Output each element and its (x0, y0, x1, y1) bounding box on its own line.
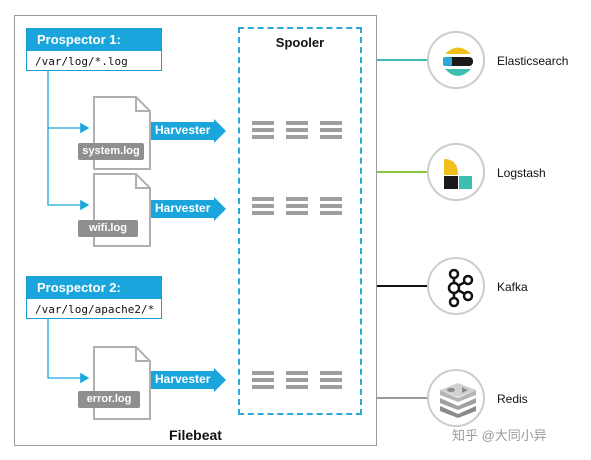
redis-circle[interactable] (427, 369, 485, 427)
connector-to-wifi-log (47, 128, 90, 211)
connector-to-error-log (47, 319, 90, 384)
prospector-2-title: Prospector 2: (27, 277, 161, 299)
spooler-title: Spooler (275, 35, 325, 50)
arrow-right-icon (151, 119, 226, 143)
event-stack-icon (252, 197, 274, 215)
elasticsearch-icon (443, 47, 473, 76)
prospector-2-path: /var/log/apache2/* (35, 303, 155, 316)
logstash-icon (444, 159, 472, 189)
elasticsearch-label: Elasticsearch (497, 54, 569, 68)
arrow-right-icon (151, 197, 226, 221)
watermark: 知乎 @大同小异 (452, 428, 547, 443)
event-stack-icon (286, 121, 308, 139)
file-system-log: system.log (78, 95, 152, 171)
prospector-1-title: Prospector 1: (27, 29, 161, 51)
file-wifi-log: wifi.log (78, 172, 152, 248)
arrow-right-icon (151, 368, 226, 392)
kafka-icon (447, 268, 474, 308)
harvester-label: Harvester (155, 201, 211, 215)
file-error-log: error.log (78, 345, 152, 421)
harvester-arrow-1: Harvester (151, 119, 226, 143)
harvester-arrow-3: Harvester (151, 368, 226, 392)
redis-label: Redis (497, 392, 528, 406)
event-stack-icon (320, 121, 342, 139)
event-stack-icon (286, 197, 308, 215)
file-label: error.log (78, 391, 140, 408)
harvester-arrow-2: Harvester (151, 197, 226, 221)
document-icon (93, 346, 151, 420)
logstash-label: Logstash (497, 166, 546, 180)
event-stack-icon (286, 371, 308, 389)
connector-to-system-log (47, 71, 90, 134)
filebeat-label: Filebeat (169, 427, 222, 443)
event-stack-icon (320, 371, 342, 389)
harvester-label: Harvester (155, 372, 211, 386)
harvester-label: Harvester (155, 123, 211, 137)
event-stack-icon (252, 121, 274, 139)
prospector-1-box: Prospector 1: /var/log/*.log (26, 28, 162, 71)
file-label: wifi.log (78, 220, 138, 237)
event-stack-icon (252, 371, 274, 389)
kafka-label: Kafka (497, 280, 528, 294)
spooler-container (238, 27, 362, 415)
redis-icon (440, 383, 476, 418)
kafka-circle[interactable] (427, 257, 485, 315)
logstash-circle[interactable] (427, 143, 485, 201)
event-stack-icon (320, 197, 342, 215)
prospector-2-box: Prospector 2: /var/log/apache2/* (26, 276, 162, 319)
file-label: system.log (78, 143, 144, 160)
elasticsearch-circle[interactable] (427, 31, 485, 89)
prospector-1-path: /var/log/*.log (35, 55, 128, 68)
